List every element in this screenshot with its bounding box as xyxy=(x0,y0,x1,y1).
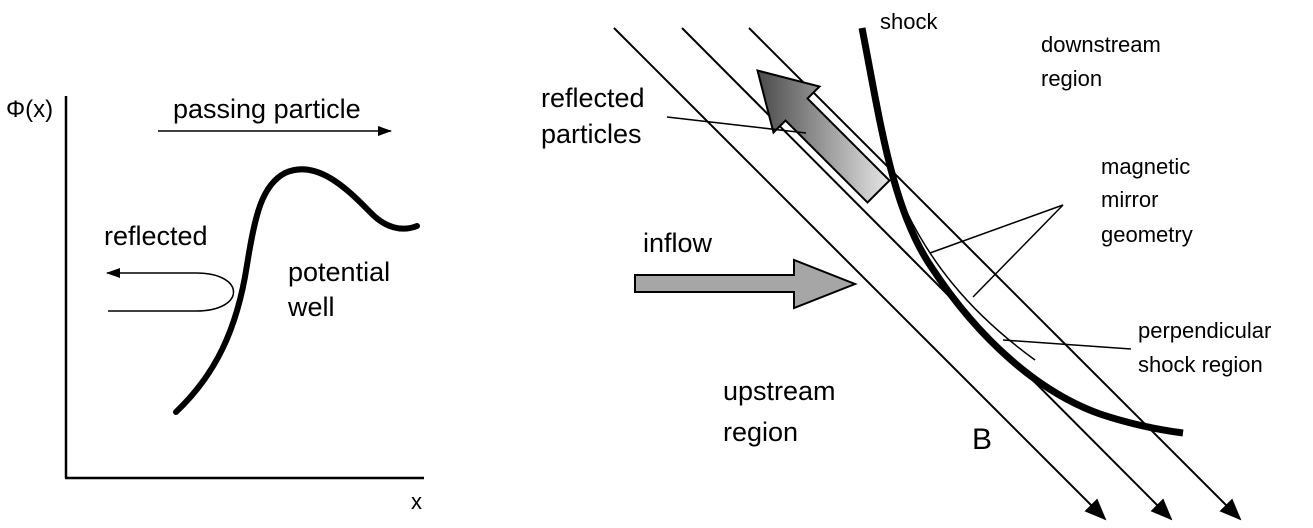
potential-panel: Φ(x) x passing particle reflected potent… xyxy=(6,94,424,514)
potential-well-label: potential well xyxy=(287,257,398,322)
perpendicular-shock-label: perpendicular shock region xyxy=(1138,318,1277,377)
field-line-1 xyxy=(613,27,1107,521)
downstream-region-label: downstream region xyxy=(1041,32,1167,91)
mirror-leader-2 xyxy=(972,204,1064,298)
perpendicular-leader xyxy=(1002,339,1132,350)
shock-front xyxy=(858,27,1184,437)
x-axis-label: x xyxy=(411,489,422,514)
inflow-arrow xyxy=(634,258,858,310)
reflected-particles-arrow xyxy=(756,69,891,204)
magnetic-field-label: B xyxy=(972,423,992,456)
upstream-region-label: upstream region xyxy=(723,376,843,447)
passing-particle-label: passing particle xyxy=(173,94,361,124)
reflected-particles-leader xyxy=(666,116,807,134)
shock-panel: shock downstream region reflected partic… xyxy=(541,9,1277,521)
y-axis-label: Φ(x) xyxy=(6,96,53,123)
field-line-3 xyxy=(748,27,1242,521)
reflected-particle-path xyxy=(106,268,235,312)
mirror-leader-1 xyxy=(929,204,1064,254)
magnetic-mirror-label: magnetic mirror geometry xyxy=(1101,154,1196,247)
reflected-label: reflected xyxy=(104,221,208,251)
field-line-2 xyxy=(681,27,1173,521)
potential-curve xyxy=(173,166,420,415)
shock-label: shock xyxy=(880,9,938,34)
inflow-label: inflow xyxy=(643,228,713,258)
reflected-particles-label: reflected particles xyxy=(541,83,652,149)
mirror-field-curve xyxy=(887,165,1036,361)
